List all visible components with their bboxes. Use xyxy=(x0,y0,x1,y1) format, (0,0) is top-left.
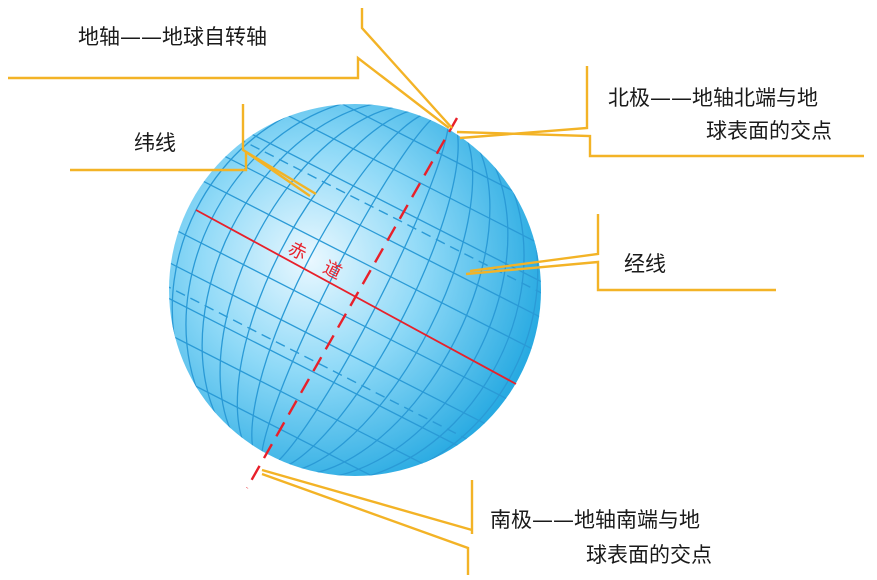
leader-lines xyxy=(8,8,864,576)
parallels xyxy=(169,104,541,476)
axis-label: 地轴——地球自转轴 xyxy=(78,25,267,49)
south-pole-label-line1: 南极——地轴南端与地 xyxy=(490,508,700,532)
longitude-callout-shelf xyxy=(465,260,776,292)
north-pole-callout-shelf xyxy=(456,130,864,158)
north-pole-label-line2: 球表面的交点 xyxy=(706,119,832,143)
axis-callout xyxy=(360,8,453,129)
earth-axis xyxy=(245,117,459,489)
latitude-label: 纬线 xyxy=(134,131,176,155)
south-pole-callout-shelf xyxy=(261,472,470,576)
north-pole-label-line1: 北极——地轴北端与地 xyxy=(608,86,818,110)
longitude-callout xyxy=(469,214,600,273)
axis-callout-shelf xyxy=(8,55,450,129)
latitude-callout-shelf xyxy=(70,149,311,197)
latitude-callout xyxy=(241,104,317,196)
south-pole-label-line2: 球表面的交点 xyxy=(586,543,712,567)
globe-sphere xyxy=(169,104,541,476)
longitude-label: 经线 xyxy=(624,252,666,276)
south-pole-callout xyxy=(261,468,473,532)
north-pole-callout xyxy=(459,66,589,140)
